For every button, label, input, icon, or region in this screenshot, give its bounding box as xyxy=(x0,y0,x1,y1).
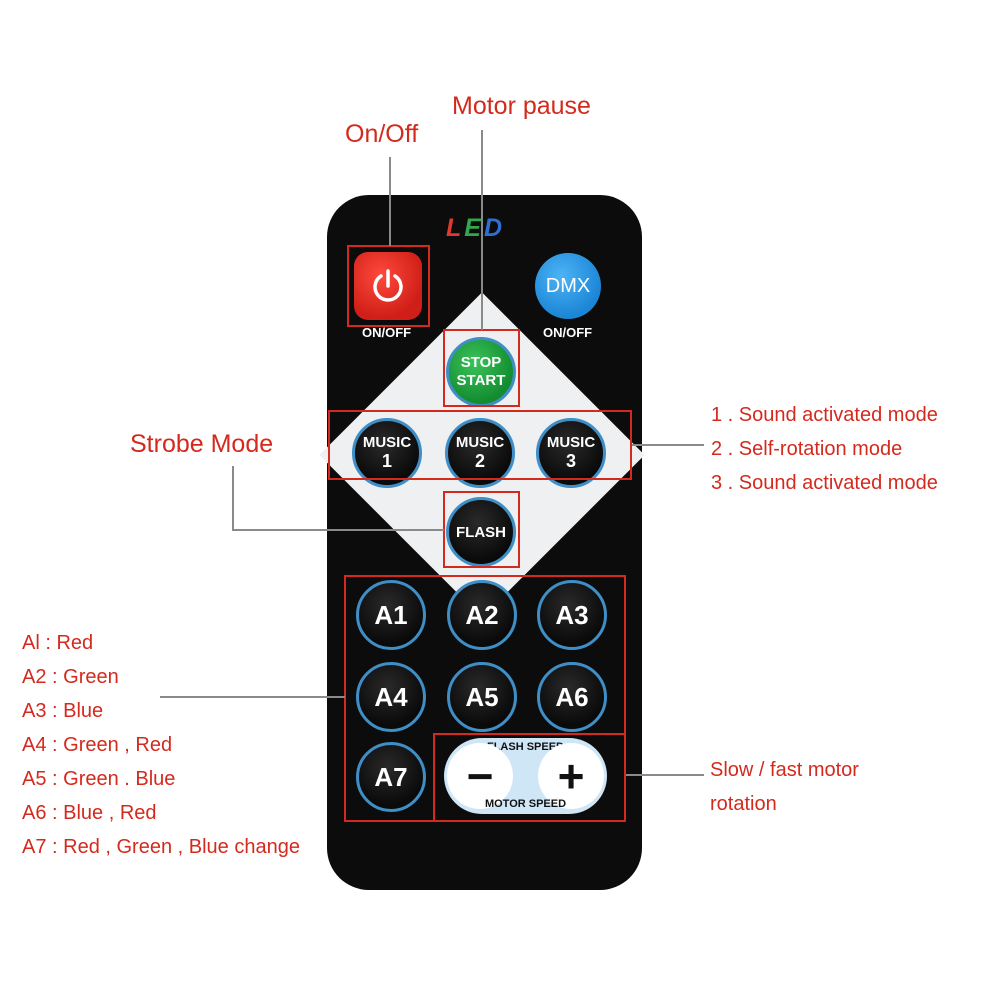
speed-connector xyxy=(626,774,704,776)
motor-pause-annotation: Motor pause xyxy=(452,92,591,120)
strobe-mode-annotation: Strobe Mode xyxy=(130,430,274,458)
flash-speed-label: FLASH SPEED xyxy=(486,741,564,753)
speed-annotation-line1: Slow / fast motor xyxy=(710,759,859,781)
color-a6-button[interactable]: A6 xyxy=(537,662,607,732)
start-text: START xyxy=(456,372,506,389)
color-connector xyxy=(160,696,345,698)
color-a2-button[interactable]: A2 xyxy=(447,580,517,650)
speed-increase-button[interactable]: + xyxy=(538,743,604,809)
stop-text: STOP xyxy=(460,354,502,371)
music-2-top: MUSIC xyxy=(455,434,505,452)
music-highlight-box xyxy=(328,410,632,480)
speed-decrease-button[interactable]: − xyxy=(447,743,513,809)
music-mode-3-annotation: 3 . Sound activated mode xyxy=(711,472,938,494)
color-a6-annotation: A6 : Blue , Red xyxy=(22,802,157,824)
color-a3-annotation: A3 : Blue xyxy=(22,700,104,722)
on-off-connector xyxy=(389,157,391,246)
color-a1-annotation: Al : Red xyxy=(22,632,94,654)
strobe-connector-horizontal xyxy=(232,529,444,531)
speed-control: FLASH SPEED − + MOTOR SPEED xyxy=(444,738,607,814)
color-a5-annotation: A5 : Green . Blue xyxy=(22,768,176,790)
power-button[interactable] xyxy=(354,252,422,320)
power-highlight-box xyxy=(347,245,430,327)
color-a2-annotation: A2 : Green xyxy=(22,666,119,688)
motor-speed-label: MOTOR SPEED xyxy=(484,798,567,810)
music-2-button[interactable]: MUSIC 2 xyxy=(445,418,515,488)
on-off-annotation: On/Off xyxy=(345,120,419,148)
music-3-button[interactable]: MUSIC 3 xyxy=(536,418,606,488)
logo-letter-e: E xyxy=(464,214,484,242)
music-1-top: MUSIC xyxy=(362,434,412,452)
strobe-connector-vertical xyxy=(232,466,234,530)
logo-letter-l: L xyxy=(446,214,465,242)
music-3-top: MUSIC xyxy=(546,434,596,452)
flash-button[interactable]: FLASH xyxy=(446,497,516,567)
dmx-label: ON/OFF xyxy=(543,325,593,340)
music-3-number: 3 xyxy=(565,451,576,472)
motor-pause-connector xyxy=(481,130,483,330)
power-label: ON/OFF xyxy=(362,325,412,340)
stop-start-highlight-box xyxy=(443,329,520,407)
music-mode-1-annotation: 1 . Sound activated mode xyxy=(711,404,938,426)
speed-annotation-line2: rotation xyxy=(710,793,777,815)
logo-letter-d: D xyxy=(483,214,506,242)
color-a7-annotation: A7 : Red , Green , Blue change xyxy=(22,836,300,858)
color-a4-button[interactable]: A4 xyxy=(356,662,426,732)
music-1-button[interactable]: MUSIC 1 xyxy=(352,418,422,488)
color-a7-button[interactable]: A7 xyxy=(356,742,426,812)
led-logo: LED xyxy=(446,214,505,243)
color-a3-button[interactable]: A3 xyxy=(537,580,607,650)
color-a5-button[interactable]: A5 xyxy=(447,662,517,732)
flash-highlight-box xyxy=(443,491,520,568)
music-connector xyxy=(632,444,704,446)
music-1-number: 1 xyxy=(381,451,392,472)
speed-highlight-box xyxy=(433,733,626,822)
music-2-number: 2 xyxy=(474,451,485,472)
music-mode-2-annotation: 2 . Self-rotation mode xyxy=(711,438,903,460)
color-a4-annotation: A4 : Green , Red xyxy=(22,734,173,756)
color-a1-button[interactable]: A1 xyxy=(356,580,426,650)
dmx-button[interactable]: DMX xyxy=(535,253,601,319)
power-icon xyxy=(373,269,403,302)
